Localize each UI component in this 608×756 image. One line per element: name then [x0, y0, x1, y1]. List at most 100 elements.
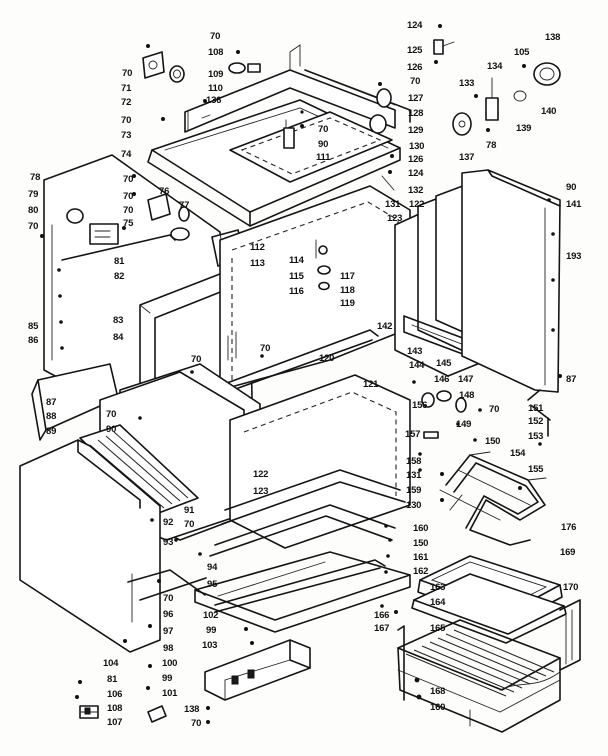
callout-label: 90 — [566, 182, 577, 193]
callout-label: 75 — [123, 218, 134, 229]
callout-label: 97 — [163, 626, 174, 637]
callout-label: 166 — [374, 610, 390, 621]
callout-label: 78 — [30, 172, 41, 183]
callout-label: 150 — [485, 436, 501, 447]
callout-label: 165 — [430, 623, 446, 634]
backguard-panel — [184, 44, 396, 133]
oven-rack — [397, 619, 561, 733]
callout-label: 70 — [318, 124, 329, 135]
callout-label: 140 — [541, 106, 557, 117]
callout-label: 134 — [487, 61, 503, 72]
callout-label: 126 — [408, 154, 424, 165]
callout-label: 159 — [406, 485, 422, 496]
callout-label: 91 — [184, 505, 195, 516]
callout-label: 107 — [107, 717, 123, 728]
callout-label: 176 — [561, 522, 577, 533]
callout-label: 70 — [410, 76, 421, 87]
broil-element — [439, 451, 547, 546]
oven-light-assembly — [513, 62, 561, 102]
callout-label: 122 — [253, 469, 269, 480]
callout-label: 193 — [566, 251, 582, 262]
burner-box — [229, 111, 393, 183]
callout-label: 153 — [528, 431, 544, 442]
callout-label: 82 — [114, 271, 125, 282]
drawer-rails — [123, 569, 207, 643]
callout-label: 117 — [340, 271, 355, 282]
callout-label: 95 — [207, 579, 218, 590]
callout-label: 87 — [46, 397, 57, 408]
rack-hardware — [394, 610, 561, 700]
callout-label: 143 — [407, 346, 423, 357]
callout-label: 144 — [409, 360, 425, 371]
timer-clock — [89, 223, 119, 245]
lower-frame — [194, 551, 411, 633]
callout-label: 73 — [121, 130, 132, 141]
callout-label: 116 — [289, 286, 304, 297]
callout-label: 92 — [163, 517, 174, 528]
callout-label: 70 — [210, 31, 221, 42]
callout-label: 70 — [123, 205, 134, 216]
callout-label: 130 — [409, 141, 425, 152]
callout-label: 70 — [28, 221, 39, 232]
callout-label: 141 — [566, 199, 582, 210]
callout-label: 157 — [405, 429, 421, 440]
callout-label: 70 — [106, 409, 117, 420]
callout-label: 152 — [528, 416, 544, 427]
callout-label: 94 — [207, 562, 218, 573]
callout-label: 93 — [163, 537, 174, 548]
rack-supports — [397, 599, 581, 727]
indicator-light — [228, 50, 261, 74]
callout-label: 146 — [434, 374, 450, 385]
callout-label: 98 — [163, 643, 174, 654]
callout-label: 80 — [28, 205, 39, 216]
callout-label: 120 — [319, 353, 335, 364]
callout-label: 96 — [163, 609, 174, 620]
callout-label: 168 — [430, 686, 446, 697]
callout-label: 100 — [162, 658, 178, 669]
callout-label: 169 — [560, 547, 576, 558]
callout-label: 70 — [163, 593, 174, 604]
callout-label: 133 — [459, 78, 475, 89]
callout-label: 74 — [121, 149, 132, 160]
lower-cavity-trim — [209, 469, 406, 557]
callout-label: 130 — [406, 500, 422, 511]
callout-label: 102 — [203, 610, 219, 621]
callout-label: 114 — [289, 255, 304, 266]
callout-label: 90 — [318, 139, 329, 150]
broil-pan-insert — [411, 573, 567, 644]
callout-label: 150 — [413, 538, 429, 549]
callout-label: 129 — [408, 125, 424, 136]
callout-label: 99 — [206, 625, 217, 636]
callout-label: 164 — [430, 597, 446, 608]
callout-label: 128 — [408, 108, 424, 119]
callout-label: 170 — [563, 582, 579, 593]
callout-label: 125 — [407, 45, 423, 56]
callout-label: 77 — [179, 200, 190, 211]
callout-label: 151 — [528, 403, 544, 414]
callout-label: 123 — [387, 213, 403, 224]
callout-label: 138 — [184, 704, 200, 715]
callout-label: 86 — [28, 335, 39, 346]
callout-label: 70 — [122, 68, 133, 79]
callout-label: 158 — [406, 456, 422, 467]
callout-label: 111 — [316, 152, 331, 163]
callout-label: 155 — [528, 464, 544, 475]
callout-label: 112 — [250, 242, 265, 253]
callout-label: 167 — [374, 623, 390, 634]
callout-label: 104 — [103, 658, 119, 669]
callout-label: 110 — [208, 83, 223, 94]
callout-label: 70 — [489, 404, 500, 415]
callout-label: 138 — [545, 32, 561, 43]
callout-label: 70 — [123, 174, 134, 185]
callout-label: 70 — [121, 115, 132, 126]
callout-label: 109 — [208, 69, 224, 80]
callout-label: 148 — [459, 390, 475, 401]
left-side-screws — [40, 234, 64, 350]
callout-label: 124 — [408, 168, 424, 179]
kick-panel-box — [204, 639, 311, 701]
callout-label: 160 — [430, 702, 446, 713]
control-knob — [169, 65, 185, 83]
callout-label: 145 — [436, 358, 452, 369]
callout-label: 142 — [377, 321, 393, 332]
callout-label: 147 — [458, 374, 474, 385]
